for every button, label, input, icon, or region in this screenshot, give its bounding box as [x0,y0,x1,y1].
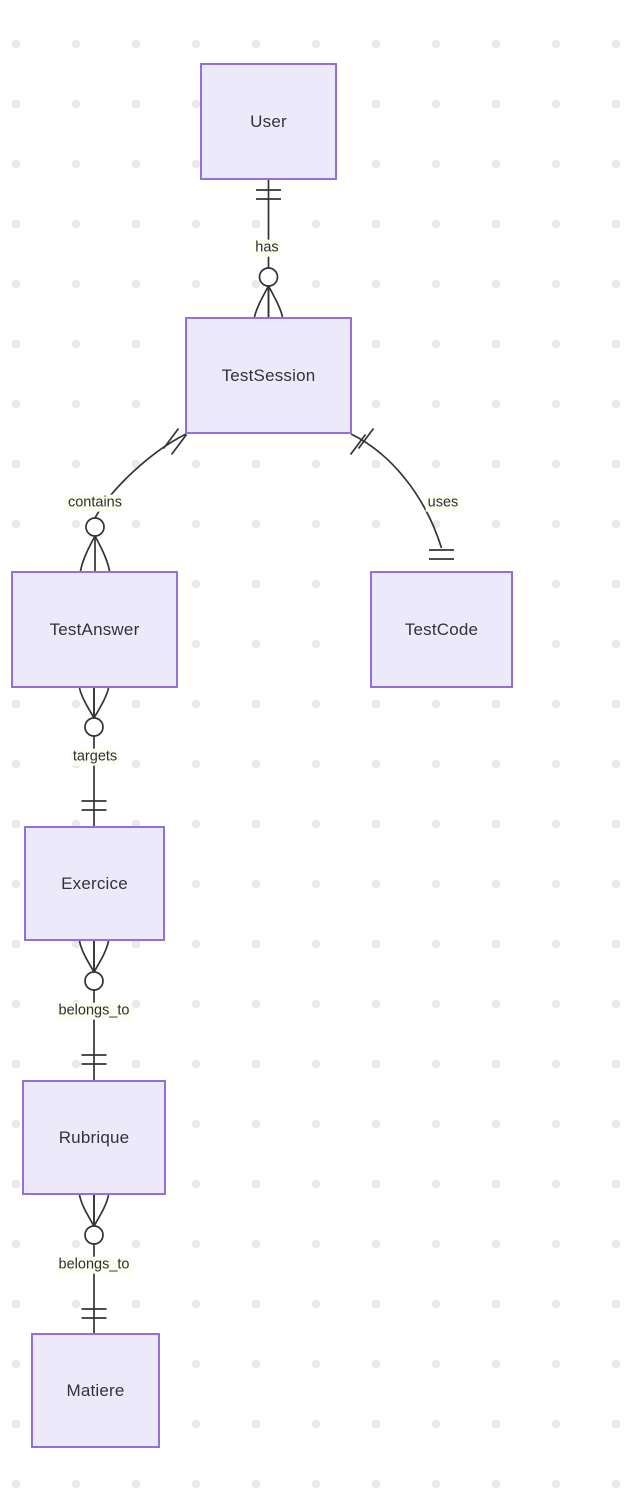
relationship-label-uses: uses [425,494,461,512]
relationship-label-has: has [253,239,281,257]
entity-label: TestSession [221,365,316,385]
entity-testsession[interactable]: TestSession [185,317,352,434]
entity-label: TestCode [404,619,479,639]
entity-user[interactable]: User [200,63,337,180]
entity-label: User [250,111,287,131]
relationship-label-contains: contains [65,494,125,512]
entity-matiere[interactable]: Matiere [31,1333,160,1448]
relationship-label-belongs-to-matiere: belongs_to [56,1256,132,1274]
entity-label: Rubrique [58,1127,130,1147]
entity-rubrique[interactable]: Rubrique [22,1080,166,1195]
entity-label: TestAnswer [49,619,140,639]
entity-testcode[interactable]: TestCode [370,571,513,688]
entity-label: Matiere [66,1380,125,1400]
relationship-label-targets: targets [70,748,120,766]
relationship-label-belongs-to-rubrique: belongs_to [56,1002,132,1020]
entity-label: Exercice [61,873,128,893]
entity-testanswer[interactable]: TestAnswer [11,571,178,688]
entity-exercice[interactable]: Exercice [24,826,165,941]
